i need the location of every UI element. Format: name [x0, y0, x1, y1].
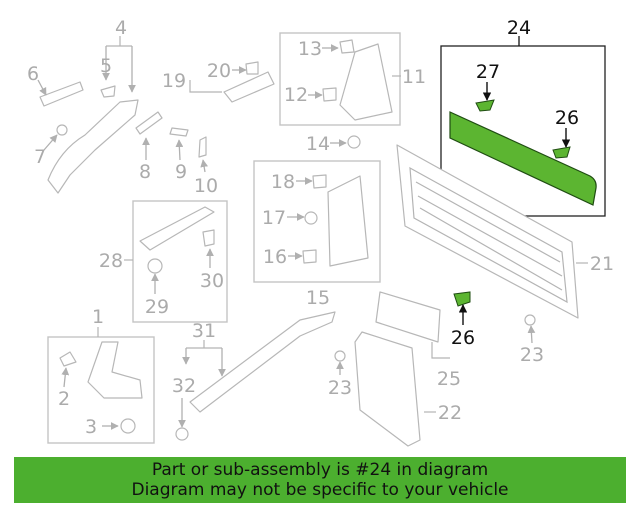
callout-25[interactable]: 25 — [437, 368, 461, 390]
callout-31[interactable]: 31 — [192, 320, 216, 342]
part-11 — [339, 43, 393, 121]
part-12 — [322, 87, 337, 102]
part-8 — [135, 111, 163, 135]
callout-5[interactable]: 5 — [100, 55, 112, 77]
part-29 — [147, 258, 163, 274]
group-box-11 — [279, 32, 401, 126]
part-25 — [375, 291, 441, 343]
part-20 — [245, 61, 259, 75]
part-5 — [100, 85, 116, 98]
part-31 — [189, 311, 336, 413]
callout-9[interactable]: 9 — [175, 161, 187, 183]
callout-14[interactable]: 14 — [306, 133, 330, 155]
callout-28[interactable]: 28 — [99, 250, 123, 272]
callout-2[interactable]: 2 — [58, 388, 70, 410]
part-21-panel — [396, 144, 579, 319]
part-13 — [339, 39, 355, 54]
arrow-9 — [175, 139, 184, 161]
part-3 — [120, 418, 136, 434]
part-27-clip[interactable] — [475, 99, 495, 112]
callout-1[interactable]: 1 — [92, 306, 104, 328]
callout-30[interactable]: 30 — [200, 270, 224, 292]
part-30 — [202, 229, 215, 247]
arrow-7 — [43, 134, 58, 151]
callout-20[interactable]: 20 — [207, 60, 231, 82]
callout-4[interactable]: 4 — [115, 17, 127, 39]
leader-4 — [106, 36, 132, 47]
group-box-15 — [253, 160, 381, 283]
callout-10[interactable]: 10 — [194, 175, 218, 197]
part-26-clip-upper[interactable] — [552, 146, 571, 159]
part-23-right — [524, 314, 536, 326]
part-23-left — [334, 350, 346, 362]
part-26-clip-lower[interactable] — [453, 291, 471, 307]
callout-29[interactable]: 29 — [145, 296, 169, 318]
banner-line-1: Part or sub-assembly is #24 in diagram — [151, 460, 489, 480]
leader-19 — [189, 80, 222, 93]
arrow-23-right — [527, 325, 536, 344]
callout-11[interactable]: 11 — [402, 66, 426, 88]
part-1 — [87, 341, 143, 399]
sub-assembly-banner: Part or sub-assembly is #24 in diagram D… — [14, 457, 626, 503]
callout-17[interactable]: 17 — [262, 207, 286, 229]
callout-8[interactable]: 8 — [139, 161, 151, 183]
callout-7[interactable]: 7 — [34, 146, 46, 168]
banner-line-2: Diagram may not be specific to your vehi… — [131, 480, 509, 500]
callout-18[interactable]: 18 — [271, 171, 295, 193]
callout-22[interactable]: 22 — [438, 402, 462, 424]
leader-25 — [431, 342, 450, 359]
part-7 — [56, 124, 68, 136]
callout-15[interactable]: 15 — [306, 287, 330, 309]
callout-12[interactable]: 12 — [284, 84, 308, 106]
callout-19[interactable]: 19 — [162, 70, 186, 92]
part-9 — [169, 127, 189, 137]
part-4-pillar — [47, 99, 139, 194]
callout-23-right[interactable]: 23 — [520, 344, 544, 366]
callout-26-lower[interactable]: 26 — [451, 327, 475, 349]
group-box-28 — [132, 200, 228, 323]
part-6 — [39, 81, 84, 107]
part-2 — [59, 351, 77, 367]
arrow-10 — [200, 159, 209, 173]
callout-16[interactable]: 16 — [263, 246, 287, 268]
part-15 — [327, 175, 369, 267]
callout-6[interactable]: 6 — [27, 63, 39, 85]
callout-24[interactable]: 24 — [507, 17, 531, 39]
callout-23-left[interactable]: 23 — [328, 377, 352, 399]
part-10 — [198, 136, 207, 158]
part-14 — [347, 135, 361, 149]
part-22 — [354, 331, 421, 447]
arrow-6 — [37, 79, 47, 96]
callout-27[interactable]: 27 — [476, 61, 500, 83]
arrow-2 — [61, 367, 70, 388]
part-18 — [312, 174, 327, 189]
callout-3[interactable]: 3 — [85, 416, 97, 438]
part-28 — [139, 206, 215, 251]
callout-32[interactable]: 32 — [172, 375, 196, 397]
callout-13[interactable]: 13 — [298, 38, 322, 60]
part-24-shape[interactable] — [449, 111, 597, 206]
callout-21[interactable]: 21 — [590, 253, 614, 275]
part-19 — [223, 71, 275, 103]
callout-26-upper[interactable]: 26 — [555, 107, 579, 129]
part-17 — [304, 211, 318, 225]
part-16 — [302, 249, 317, 264]
part-21-inner — [409, 166, 568, 304]
group-box-1 — [47, 336, 155, 444]
part-32 — [175, 427, 189, 441]
parts-diagram: 24 27 26 26 4 5 6 7 8 9 10 19 20 13 12 1… — [27, 17, 614, 447]
leader-31 — [186, 340, 222, 349]
